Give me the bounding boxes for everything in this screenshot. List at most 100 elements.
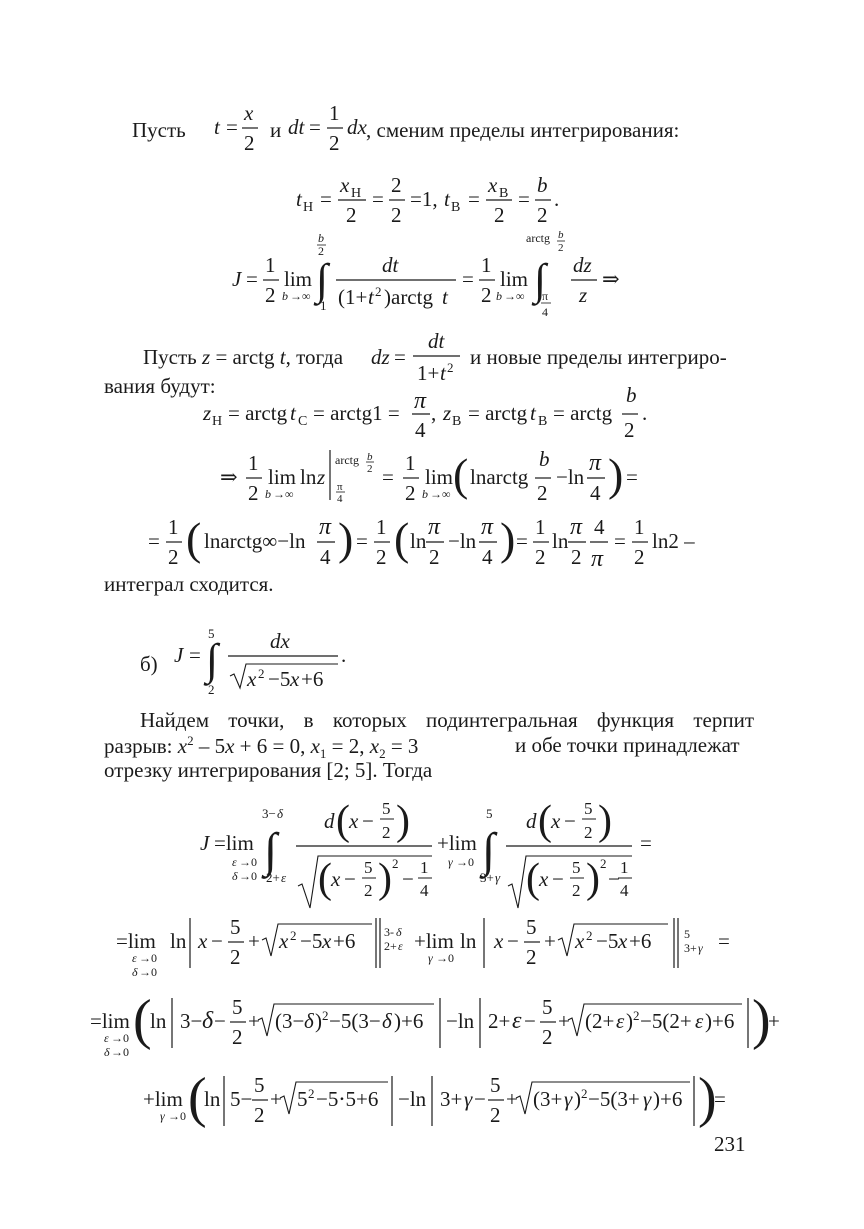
svg-text:−: −: [402, 867, 414, 891]
svg-text:+: +: [248, 1009, 260, 1033]
svg-text:+: +: [544, 929, 556, 953]
page-number: 231: [714, 1132, 746, 1156]
svg-text:=: =: [148, 529, 160, 553]
svg-text:2: 2: [633, 1008, 640, 1023]
svg-text:→0: →0: [168, 1109, 186, 1123]
svg-text:π: π: [319, 514, 332, 540]
svg-text:x: x: [246, 667, 257, 691]
svg-text:ln: ln: [204, 1087, 221, 1111]
svg-text:→0: →0: [239, 855, 257, 869]
svg-text:→0: →0: [111, 1031, 129, 1045]
svg-text:+: +: [270, 1087, 282, 1111]
svg-text:b: b: [537, 173, 548, 197]
svg-text:−5(3+: −5(3+: [588, 1087, 640, 1111]
svg-text:dx: dx: [347, 115, 368, 139]
svg-text:2: 2: [526, 945, 537, 969]
svg-text:→0: →0: [436, 951, 454, 965]
svg-text:−ln: −ln: [448, 529, 477, 553]
svg-text:t: t: [296, 187, 303, 211]
svg-text:ε: ε: [398, 939, 403, 953]
svg-text:1: 1: [420, 858, 429, 877]
svg-text:π: π: [570, 514, 583, 540]
svg-text:b: b: [496, 289, 502, 303]
svg-text:.: .: [554, 187, 559, 211]
svg-text:⇒: ⇒: [602, 267, 620, 291]
svg-text:3−: 3−: [262, 806, 276, 821]
svg-text:2: 2: [376, 545, 387, 569]
svg-text:b: b: [539, 447, 550, 471]
svg-text:5: 5: [382, 799, 391, 818]
svg-text:5: 5: [364, 858, 373, 877]
svg-text:ε: ε: [512, 1008, 522, 1034]
svg-text:): ): [500, 513, 515, 564]
svg-text:4: 4: [482, 545, 493, 569]
svg-text:(: (: [133, 989, 152, 1051]
svg-text:2: 2: [624, 418, 635, 442]
svg-text:1+: 1+: [417, 361, 439, 385]
svg-text:π: π: [589, 450, 602, 476]
svg-text:.: .: [341, 643, 346, 667]
svg-text:В: В: [499, 186, 508, 201]
svg-text:=1,: =1,: [410, 187, 438, 211]
svg-text:γ: γ: [495, 870, 501, 885]
svg-text:=: =: [640, 831, 652, 855]
svg-text:2: 2: [329, 131, 340, 155]
svg-text:lim: lim: [268, 465, 296, 489]
svg-text:2: 2: [447, 360, 454, 375]
svg-text:2: 2: [584, 823, 593, 842]
svg-text:)+6: )+6: [705, 1009, 734, 1033]
svg-text:x: x: [278, 929, 289, 953]
svg-text:→∞: →∞: [273, 487, 294, 501]
svg-text:2: 2: [168, 545, 179, 569]
svg-text:→∞: →∞: [504, 289, 525, 303]
svg-text:1: 1: [320, 298, 327, 313]
svg-text:+6: +6: [301, 667, 323, 691]
svg-text:2: 2: [634, 545, 645, 569]
svg-text:): ): [574, 1087, 581, 1111]
svg-text:5: 5: [208, 626, 215, 641]
svg-text:4: 4: [542, 305, 548, 319]
svg-text:ε: ε: [104, 1031, 109, 1045]
svg-text:2: 2: [537, 203, 548, 227]
svg-text:(: (: [188, 1067, 207, 1129]
svg-text:−5: −5: [596, 929, 618, 953]
svg-text:(2+: (2+: [585, 1009, 614, 1033]
svg-text:∫: ∫: [203, 635, 221, 686]
svg-text:δ: δ: [304, 1009, 315, 1033]
svg-text:−ln: −ln: [398, 1087, 427, 1111]
svg-text:=lim: =lim: [214, 831, 254, 855]
svg-text:+: +: [768, 1009, 780, 1033]
svg-text:dz: dz: [371, 345, 390, 369]
svg-text:x: x: [339, 173, 350, 197]
svg-text:): ): [315, 1009, 322, 1033]
svg-text:γ: γ: [643, 1087, 652, 1111]
svg-text:x: x: [487, 173, 498, 197]
svg-text:b: b: [367, 451, 373, 463]
svg-text:+lim: +lim: [143, 1087, 183, 1111]
svg-text:→∞: →∞: [430, 487, 451, 501]
svg-text:1: 1: [376, 515, 387, 539]
svg-text:=: =: [189, 643, 201, 667]
svg-text:ln: ln: [460, 929, 477, 953]
svg-text:2: 2: [572, 881, 581, 900]
svg-text:+: +: [506, 1087, 518, 1111]
svg-text:lim: lim: [500, 267, 528, 291]
text-discontinuity: разрыв: x2 – 5x + 6 = 0, x1 = 2, x2 = 3: [104, 733, 419, 762]
svg-text:t: t: [530, 401, 537, 425]
svg-text:2: 2: [490, 1103, 501, 1127]
svg-text:2: 2: [367, 463, 373, 475]
svg-text:γ: γ: [464, 1087, 473, 1111]
svg-text:2: 2: [391, 203, 402, 227]
svg-text:d: d: [324, 809, 335, 833]
svg-text:−ln: −ln: [556, 465, 585, 489]
svg-text:t: t: [214, 115, 221, 139]
svg-text:b: b: [282, 289, 288, 303]
svg-text:=: =: [246, 267, 258, 291]
svg-text:2: 2: [558, 242, 564, 254]
svg-text:x: x: [243, 101, 254, 125]
svg-text:1: 1: [535, 515, 546, 539]
